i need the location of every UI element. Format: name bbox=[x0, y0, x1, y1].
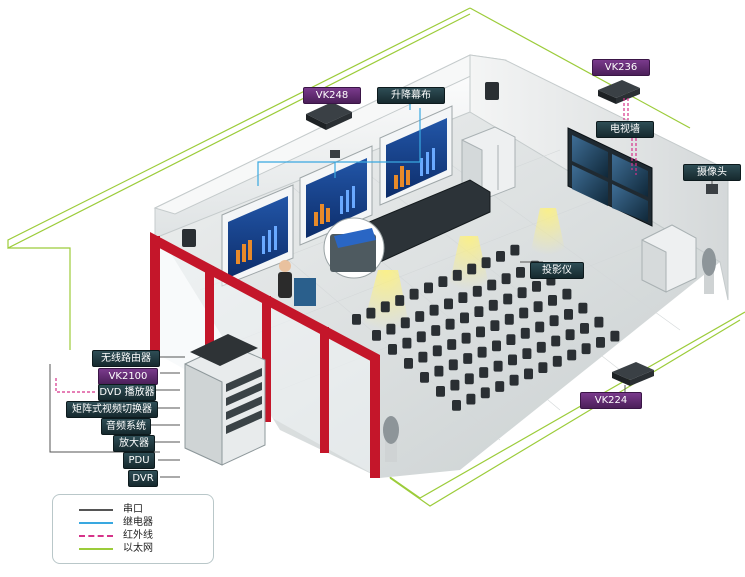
camera-back-icon bbox=[330, 150, 340, 158]
plant-front bbox=[383, 416, 399, 462]
relay-swatch bbox=[79, 522, 113, 524]
presenter bbox=[278, 260, 316, 306]
speaker-back bbox=[485, 82, 499, 100]
vk236-label: VK236 bbox=[592, 59, 650, 76]
pdu-label: PDU bbox=[123, 452, 155, 469]
audio-system-label: 音频系统 bbox=[101, 418, 151, 435]
amplifier-label: 放大器 bbox=[113, 435, 155, 452]
legend-infrared-text: 红外线 bbox=[123, 530, 153, 541]
video-wall bbox=[567, 127, 653, 227]
legend-serial: 串口 bbox=[53, 503, 213, 516]
vk224-label: VK224 bbox=[580, 392, 642, 409]
wireless-router-label: 无线路由器 bbox=[92, 350, 160, 367]
vk236-device bbox=[598, 80, 640, 104]
chair-row bbox=[404, 288, 572, 369]
vk248-label: VK248 bbox=[303, 87, 361, 104]
infrared-lines bbox=[55, 98, 637, 393]
speaker-left bbox=[182, 229, 196, 247]
infrared-swatch bbox=[79, 535, 113, 537]
legend-relay: 继电器 bbox=[53, 516, 213, 529]
vk224-device bbox=[612, 362, 654, 386]
projector-label: 投影仪 bbox=[530, 262, 584, 279]
glass-partition bbox=[150, 232, 380, 478]
equipment-rack bbox=[184, 334, 266, 466]
chair-row bbox=[452, 330, 620, 411]
legend-ethernet: 以太网 bbox=[53, 542, 213, 555]
vk2100-label: VK2100 bbox=[98, 368, 158, 385]
audience-chairs bbox=[352, 244, 620, 411]
serial-swatch bbox=[79, 509, 113, 511]
plant-right bbox=[702, 248, 716, 294]
screen-label: 升降幕布 bbox=[377, 87, 445, 104]
video-wall-label: 电视墙 bbox=[596, 121, 654, 138]
chair-row bbox=[420, 302, 588, 383]
camera-label: 摄像头 bbox=[683, 164, 741, 181]
chair-row bbox=[436, 316, 604, 397]
legend-infrared: 红外线 bbox=[53, 529, 213, 542]
legend: 串口 继电器 红外线 以太网 bbox=[52, 494, 214, 564]
legend-ethernet-text: 以太网 bbox=[123, 543, 153, 554]
podium-display bbox=[323, 217, 385, 279]
vk248-device bbox=[306, 102, 352, 130]
dvd-label: DVD 播放器 bbox=[98, 384, 156, 401]
ethernet-swatch bbox=[79, 548, 113, 550]
right-cabinet bbox=[641, 224, 697, 293]
dvr-label: DVR bbox=[128, 470, 158, 487]
legend-relay-text: 继电器 bbox=[123, 517, 153, 528]
legend-serial-text: 串口 bbox=[123, 504, 143, 515]
matrix-switcher-label: 矩阵式视频切换器 bbox=[66, 401, 158, 418]
chair-row bbox=[352, 244, 520, 325]
